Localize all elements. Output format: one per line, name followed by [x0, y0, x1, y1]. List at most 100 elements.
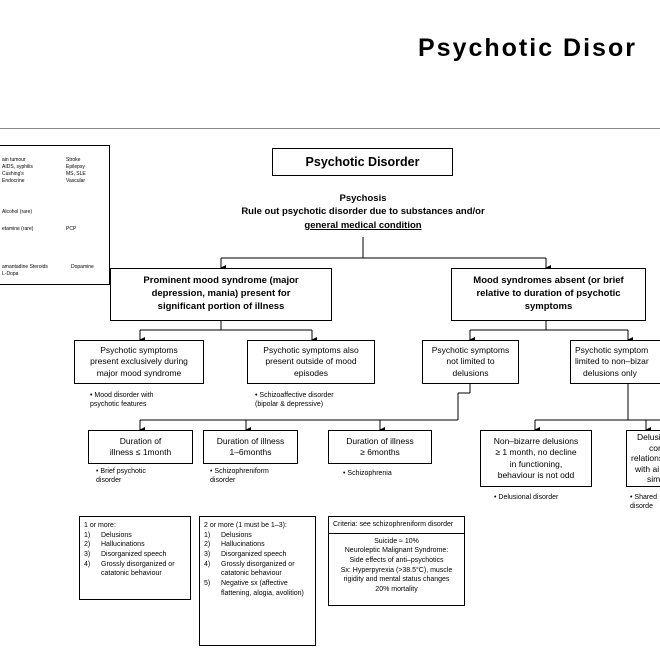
node-line: 1–6months: [229, 447, 272, 457]
criteria-text: Disorganized speech: [101, 550, 167, 558]
schizophrenia-duration-node: Duration of illness ≥ 6months: [328, 430, 432, 464]
node-line: Delusio: [637, 431, 660, 442]
node-line: not limited to: [446, 356, 495, 367]
psychosis-label: Psychosis: [339, 193, 387, 204]
criteria-text: Disorganized speech: [221, 550, 287, 558]
criteria-header: Criteria: see schizophreniform disorder: [329, 517, 464, 534]
note-line: • Schizophreniform: [210, 468, 269, 475]
node-line: com: [649, 442, 660, 453]
criteria-item: 3) Disorganized speech: [204, 550, 311, 560]
criteria-num: 5): [204, 579, 211, 587]
side-row-left: etamine (rare): [2, 226, 34, 232]
schizophreniform-criteria-box: 2 or more (1 must be 1–3): 1) Delusions 2…: [199, 516, 316, 646]
criteria-text: Grossly disorganized or catatonic behavi…: [221, 560, 295, 578]
node-line: present exclusively during: [90, 356, 188, 367]
node-line: illness ≤ 1month: [109, 447, 172, 457]
criteria-num: 3): [204, 550, 211, 558]
side-row-left: Endocrine: [2, 178, 25, 184]
node-line: Psychotic symptom: [575, 344, 649, 355]
criteria-item: 3) Disorganized speech: [84, 550, 186, 560]
side-row-right: Stroke: [66, 157, 81, 163]
brief-psychotic-note: • Brief psychotic disorder: [96, 467, 146, 486]
nms-line: rigidity and mental status changes: [343, 576, 450, 584]
node-line: delusions only: [583, 367, 637, 378]
nms-block: Suicide ≈ 10% Neuroleptic Malignant Synd…: [329, 534, 464, 595]
node-line: relative to duration of psychotic: [476, 288, 621, 300]
nms-line: Neuroleptic Malignant Syndrome:: [344, 547, 449, 555]
criteria-num: 4): [204, 560, 211, 568]
secondary-causes-panel: ain tumour Stroke AIDS, syphilis Epileps…: [0, 145, 110, 285]
note-line: psychotic features: [90, 401, 147, 409]
criteria-item: 4) Grossly disorganized or catatonic beha…: [84, 560, 186, 579]
node-line: Duration of illness: [216, 435, 285, 446]
side-row-left: L-Dopa: [2, 271, 19, 277]
side-row-right: Vascular: [66, 178, 86, 184]
node-line: Duration of: [119, 435, 162, 446]
node-line: major mood syndrome: [96, 367, 182, 378]
criteria-text: Delusions: [221, 531, 252, 539]
criteria-text: Grossly disorganized or catatonic behavi…: [101, 560, 175, 578]
side-row-right: PCP: [66, 226, 77, 232]
node-line: Psychotic symptoms: [431, 344, 510, 355]
node-line: Duration of illness: [346, 435, 414, 446]
note-line: • Brief psychotic: [96, 468, 146, 475]
nms-line: Side effects of anti–psychotics: [349, 556, 444, 564]
schizoaffective-note: • Schizoaffective disorder (bipolar & de…: [255, 391, 334, 410]
root-subtitle: Psychosis Rule out psychotic disorder du…: [240, 192, 486, 232]
note-line: • Delusional disorder: [494, 494, 559, 501]
outside-mood-node: Psychotic symptoms also present outside …: [247, 340, 375, 384]
criteria-item: 1)Delusions: [84, 531, 186, 541]
note-line: disorder: [210, 477, 236, 485]
exclusive-mood-node: Psychotic symptoms present exclusively d…: [74, 340, 204, 384]
page-title: Psychotic Disor: [418, 34, 637, 62]
node-line: Psychotic symptoms also: [263, 344, 359, 355]
node-line: episodes: [293, 367, 329, 378]
note-line: (bipolar & depressive): [255, 401, 324, 409]
note-line: disorder: [96, 477, 122, 485]
node-line: present outside of mood: [265, 356, 357, 367]
side-row-right: MS, SLE: [66, 171, 86, 177]
root-label: Psychotic Disorder: [305, 154, 420, 169]
side-row-left: Alcohol (rare): [2, 209, 33, 215]
criteria-num: 1): [204, 531, 211, 539]
criteria-num: 3): [84, 550, 91, 558]
brief-duration-node: Duration of illness ≤ 1month: [88, 430, 193, 464]
node-line: Psychotic symptoms: [100, 344, 178, 355]
criteria-num: 2): [204, 541, 211, 549]
node-line: significant portion of illness: [157, 300, 285, 312]
node-line: relations: [631, 453, 660, 464]
root-node: Psychotic Disorder: [272, 148, 453, 176]
nms-line: Sx: Hyperpyrexia (>38.5°C), muscle: [340, 566, 453, 574]
criteria-item: 5) Negative sx (affective flattening, alo…: [204, 579, 311, 598]
side-row-right: Dopamine: [71, 264, 94, 270]
header-divider: [0, 128, 660, 129]
node-line: ≥ 1 month, no decline: [495, 447, 577, 458]
side-row-left: amantadine Steroids: [2, 264, 48, 270]
node-line: simi: [647, 474, 660, 485]
note-line: disorde: [630, 503, 653, 511]
limited-delusions-node: Psychotic symptom limited to non–bizar d…: [570, 340, 660, 384]
mood-absent-node: Mood syndromes absent (or brief relative…: [451, 268, 646, 321]
criteria-text: Hallucinations: [101, 541, 145, 549]
not-limited-delusions-node: Psychotic symptoms not limited to delusi…: [422, 340, 519, 384]
criteria-num: 2): [84, 541, 91, 549]
shared-psychotic-node: Delusio com relations with ai simi: [626, 430, 660, 487]
rule-out-label: Rule out psychotic disorder due to subst…: [241, 206, 485, 218]
side-row-left: ain tumour: [2, 157, 26, 163]
rule-out-label-cont: general medical condition: [304, 219, 422, 231]
side-row-left: Cushing's: [2, 171, 24, 177]
criteria-header: 2 or more (1 must be 1–3):: [204, 522, 287, 529]
criteria-text: Negative sx (affective flattening, alogi…: [221, 579, 304, 597]
brief-criteria-box: 1 or more: 1)Delusions 2)Hallucinations …: [79, 516, 191, 600]
note-line: • Shared: [630, 494, 657, 501]
criteria-text: Hallucinations: [221, 541, 265, 549]
mood-disorder-note: • Mood disorder with psychotic features: [90, 391, 154, 410]
criteria-num: 4): [84, 560, 91, 568]
schizophrenia-note: • Schizophrenia: [343, 469, 392, 478]
side-row-right: Epilepsy: [66, 164, 85, 170]
node-line: symptoms: [524, 300, 573, 312]
node-line: limited to non–bizar: [575, 356, 649, 367]
criteria-header: 1 or more:: [84, 522, 116, 529]
criteria-item: 2) Hallucinations: [84, 540, 186, 550]
delusional-node: Non–bizarre delusions ≥ 1 month, no decl…: [480, 430, 592, 487]
